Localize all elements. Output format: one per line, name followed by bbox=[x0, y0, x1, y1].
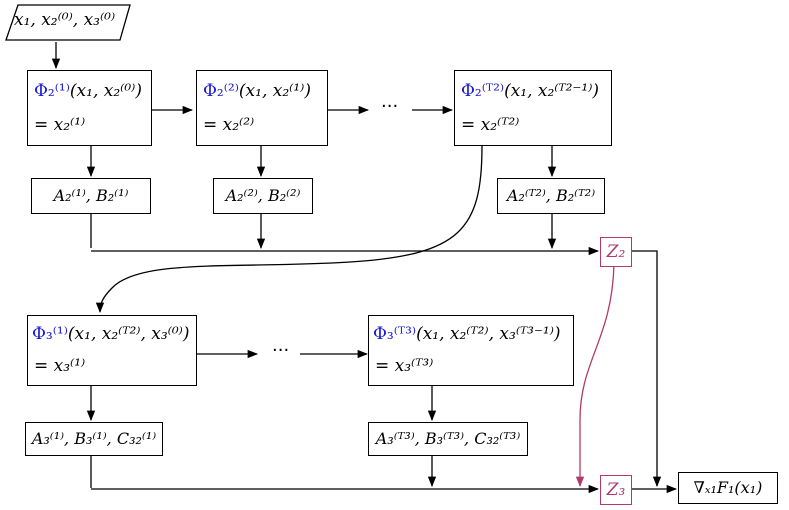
phi2-2-symbol: Φ₂⁽²⁾ bbox=[203, 81, 239, 101]
arrow-z2-output bbox=[632, 250, 662, 488]
abc3-T-box: A₃⁽ᵀ³⁾, B₃⁽ᵀ³⁾, C₃₂⁽ᵀ³⁾ bbox=[368, 422, 528, 456]
phi2-T-box: Φ₂⁽ᵀ²⁾(x₁, x₂⁽ᵀ²⁻¹⁾) = x₂⁽ᵀ²⁾ bbox=[454, 70, 612, 146]
start-parallelogram bbox=[5, 4, 131, 41]
ab2-2-box: A₂⁽²⁾, B₂⁽²⁾ bbox=[213, 178, 313, 214]
phi3-1-symbol: Φ₃⁽¹⁾ bbox=[32, 324, 68, 344]
phi2-T-result: = x₂⁽ᵀ²⁾ bbox=[461, 115, 520, 135]
phi3-T-expr: Φ₃⁽ᵀ³⁾(x₁, x₂⁽ᵀ²⁾, x₃⁽ᵀ³⁻¹⁾) bbox=[373, 324, 561, 344]
phi2-1-result: = x₂⁽¹⁾ bbox=[34, 115, 86, 135]
ab2-1-box: A₂⁽¹⁾, B₂⁽¹⁾ bbox=[31, 178, 151, 214]
phi2-T-args: (x₁, x₂⁽ᵀ²⁻¹⁾) bbox=[504, 81, 600, 101]
abc3-1-box: A₃⁽¹⁾, B₃⁽¹⁾, C₃₂⁽¹⁾ bbox=[25, 422, 163, 456]
output-gradient-box: ∇ₓ₁F₁(x₁) bbox=[678, 472, 778, 504]
arrow-z2-z3 bbox=[575, 263, 615, 488]
phi2-2-result: = x₂⁽²⁾ bbox=[203, 115, 255, 135]
ab2-T-box: A₂⁽ᵀ²⁾, B₂⁽ᵀ²⁾ bbox=[497, 178, 605, 214]
phi2-2-expr: Φ₂⁽²⁾(x₁, x₂⁽¹⁾) bbox=[203, 81, 311, 101]
row3-ellipsis: ··· bbox=[272, 340, 290, 361]
phi3-T-result: = x₃⁽ᵀ³⁾ bbox=[375, 356, 434, 376]
row2-ellipsis: ··· bbox=[381, 96, 399, 117]
phi2-1-box: Φ₂⁽¹⁾(x₁, x₂⁽⁰⁾) = x₂⁽¹⁾ bbox=[27, 70, 152, 146]
z2-node: Z₂ bbox=[600, 237, 632, 267]
start-node: x₁, x₂⁽⁰⁾, x₃⁽⁰⁾ bbox=[14, 10, 116, 30]
phi3-T-symbol: Φ₃⁽ᵀ³⁾ bbox=[373, 324, 417, 344]
phi2-2-box: Φ₂⁽²⁾(x₁, x₂⁽¹⁾) = x₂⁽²⁾ bbox=[196, 70, 328, 146]
phi3-1-box: Φ₃⁽¹⁾(x₁, x₂⁽ᵀ²⁾, x₃⁽⁰⁾) = x₃⁽¹⁾ bbox=[27, 315, 197, 386]
phi3-T-box: Φ₃⁽ᵀ³⁾(x₁, x₂⁽ᵀ²⁾, x₃⁽ᵀ³⁻¹⁾) = x₃⁽ᵀ³⁾ bbox=[368, 315, 574, 386]
phi3-1-args: (x₁, x₂⁽ᵀ²⁾, x₃⁽⁰⁾) bbox=[67, 324, 190, 344]
phi3-T-args: (x₁, x₂⁽ᵀ²⁾, x₃⁽ᵀ³⁻¹⁾) bbox=[416, 324, 561, 344]
phi2-2-args: (x₁, x₂⁽¹⁾) bbox=[238, 81, 311, 101]
phi2-T-symbol: Φ₂⁽ᵀ²⁾ bbox=[461, 81, 505, 101]
z3-node: Z₃ bbox=[600, 475, 632, 505]
phi3-1-result: = x₃⁽¹⁾ bbox=[34, 356, 86, 376]
phi2-T-expr: Φ₂⁽ᵀ²⁾(x₁, x₂⁽ᵀ²⁻¹⁾) bbox=[461, 81, 599, 101]
phi2-1-expr: Φ₂⁽¹⁾(x₁, x₂⁽⁰⁾) bbox=[34, 81, 142, 101]
arrow-phi2T-phi31 bbox=[95, 145, 483, 314]
phi3-1-expr: Φ₃⁽¹⁾(x₁, x₂⁽ᵀ²⁾, x₃⁽⁰⁾) bbox=[32, 324, 189, 344]
phi2-1-symbol: Φ₂⁽¹⁾ bbox=[34, 81, 70, 101]
phi2-1-args: (x₁, x₂⁽⁰⁾) bbox=[69, 81, 142, 101]
